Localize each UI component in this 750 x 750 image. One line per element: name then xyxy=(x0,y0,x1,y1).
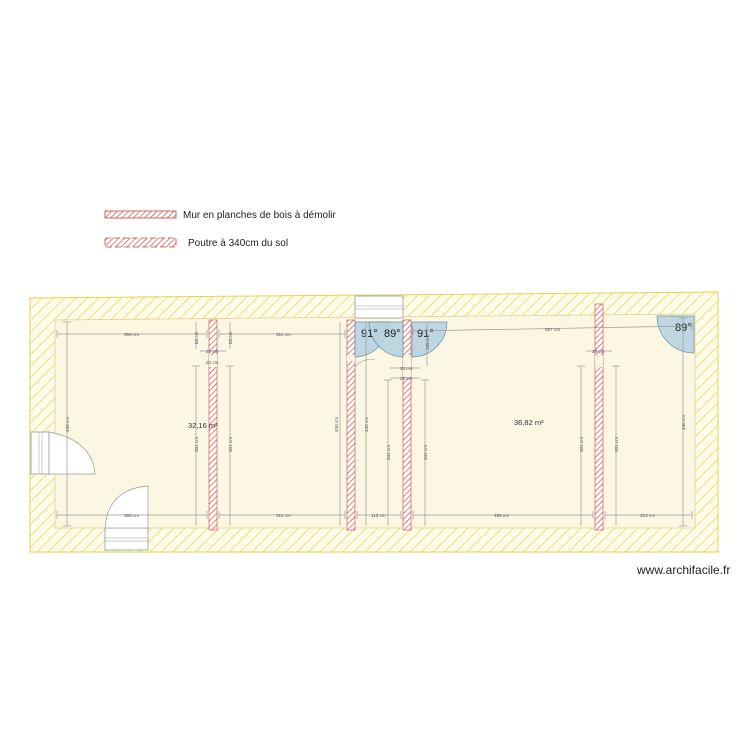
dim-height-left: 430 cm xyxy=(65,417,70,432)
dim-top-left: 358 cm xyxy=(124,332,139,337)
legend-swatch-demolish-wall xyxy=(104,210,177,219)
dim-height-430-b: 430 cm xyxy=(364,417,369,432)
demolish-wall-1 xyxy=(208,319,218,531)
dim-bottom-middle: 311 cm xyxy=(276,513,291,518)
dim-top-right: 687 cm xyxy=(545,327,560,332)
left-door xyxy=(30,430,96,476)
bottom-door-swing xyxy=(104,485,149,529)
dim-small-83-b: 83 cm xyxy=(228,331,233,344)
dim-bottom-213: 213 cm xyxy=(640,513,655,518)
dim-small-105: 105 cm xyxy=(425,335,430,350)
interior-walls xyxy=(208,303,604,531)
dim-height-430-a: 430 cm xyxy=(334,417,339,432)
legend-label-demolish-wall: Mur en planches de bois à démolir xyxy=(183,210,337,221)
dim-top-middle: 311 cm xyxy=(276,332,291,337)
dim-bottom-495: 495 cm xyxy=(494,513,509,518)
dim-small-20-d: 20 cm xyxy=(400,376,413,381)
watermark: www.archifacile.fr xyxy=(636,563,730,577)
legend-swatch-beam xyxy=(104,237,177,248)
door-swing-b xyxy=(368,321,404,358)
demolish-wall-4 xyxy=(594,303,604,531)
window-frame xyxy=(354,295,404,319)
door-angle-a: 91° xyxy=(361,328,378,340)
dim-small-83-a: 83 cm xyxy=(194,331,199,344)
door-angle-b: 89° xyxy=(384,328,401,340)
bottom-door xyxy=(104,485,149,551)
dim-342-b: 342 cm xyxy=(423,445,428,460)
window-top xyxy=(354,295,404,319)
legend: Mur en planches de bois à démolir Poutre… xyxy=(104,210,337,249)
dim-small-20-b: 20 cm xyxy=(206,360,219,365)
dim-beam-301-b: 301 cm xyxy=(228,437,233,452)
legend-label-beam: Poutre à 340cm du sol xyxy=(188,238,288,249)
dimension-labels: 358 cm 311 cm 687 cm 358 cm 311 cm 113 c… xyxy=(65,327,686,518)
room-area-right: 36,82 m² xyxy=(514,418,544,427)
dimension-lines xyxy=(56,317,693,527)
dim-beam-301-c: 301 cm xyxy=(579,437,584,452)
demolish-wall-2 xyxy=(346,319,356,531)
bottom-door-leaf xyxy=(104,527,149,551)
dim-beam-301-a: 301 cm xyxy=(194,437,199,452)
door-swing-d xyxy=(656,315,695,354)
dim-small-20-e: 20 cm xyxy=(592,349,605,354)
dim-small-20-c: 20 cm xyxy=(400,366,413,371)
demolish-wall-3 xyxy=(402,319,412,531)
dim-height-right: 430 cm xyxy=(681,415,686,430)
dim-bottom-left: 358 cm xyxy=(124,513,139,518)
left-door-leaf xyxy=(30,431,50,475)
dim-beam-301-d: 301 cm xyxy=(614,437,619,452)
dim-342-a: 342 cm xyxy=(386,445,391,460)
dim-bottom-113: 113 cm xyxy=(371,513,386,518)
room-area-left: 32,16 m² xyxy=(188,421,218,430)
dim-small-20-a: 20 cm xyxy=(206,349,219,354)
